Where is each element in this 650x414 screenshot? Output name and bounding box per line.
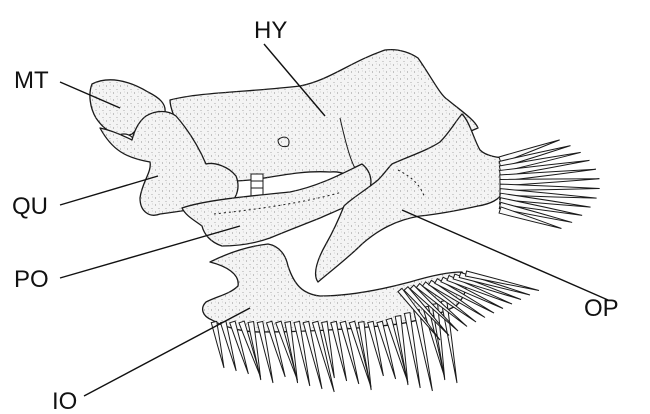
label-hy: HY bbox=[254, 17, 287, 44]
interopercle-bone bbox=[203, 244, 539, 392]
symplectic-cartilage bbox=[251, 174, 263, 196]
label-po: PO bbox=[14, 266, 49, 293]
label-io: IO bbox=[52, 388, 77, 414]
label-mt: MT bbox=[14, 67, 49, 94]
label-op: OP bbox=[584, 295, 619, 322]
opercle-spine-fan bbox=[499, 140, 600, 229]
leader-line-io bbox=[84, 308, 250, 396]
leader-line-po bbox=[60, 226, 240, 278]
label-qu: QU bbox=[12, 193, 48, 220]
